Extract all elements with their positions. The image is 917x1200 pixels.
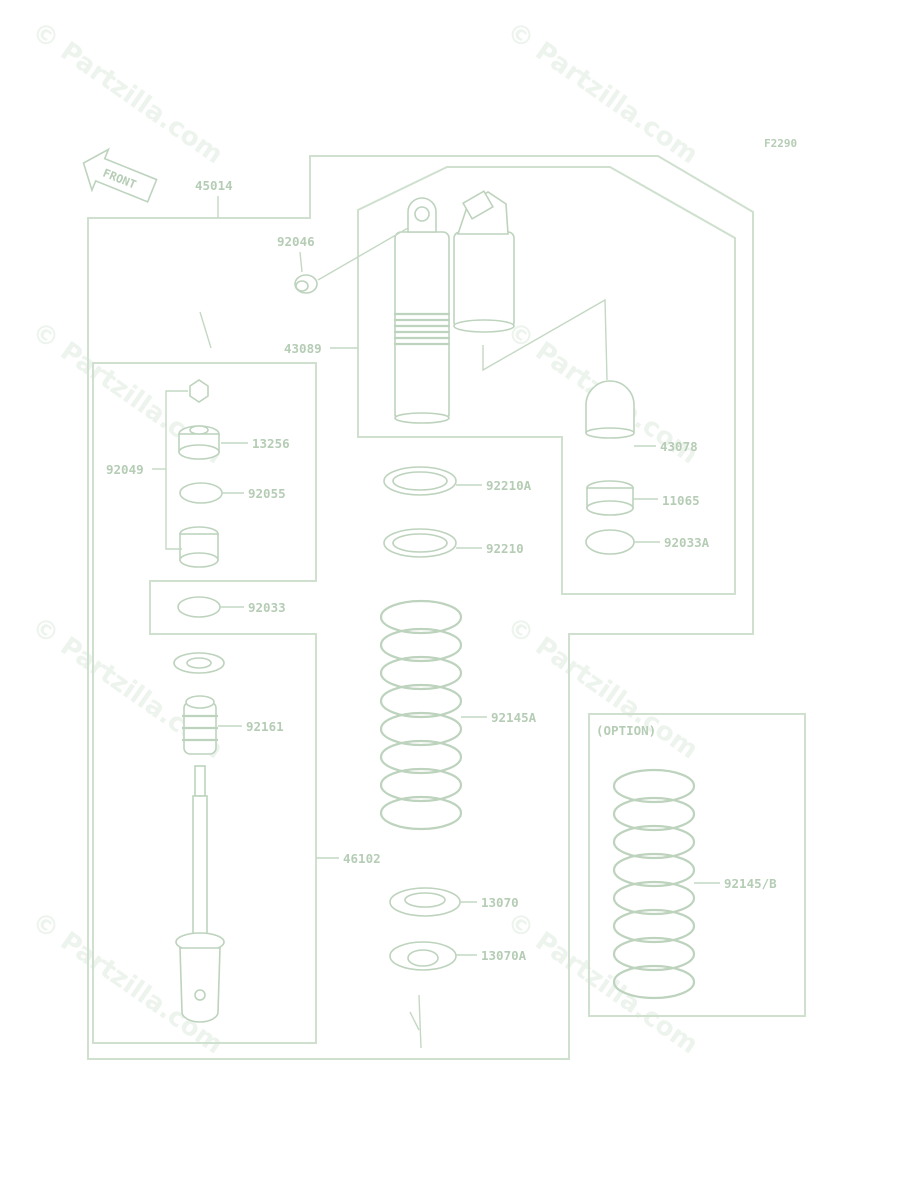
nut-92210 — [383, 528, 457, 558]
bushing-92046 — [294, 274, 318, 294]
watermark: © Partzilla.com — [501, 906, 703, 1060]
bump-stop-cap — [173, 652, 225, 674]
part-label-92033: 92033 — [248, 600, 286, 615]
diagram-code: F2290 — [764, 137, 797, 150]
spring-92145b — [612, 768, 696, 1000]
nut-small — [189, 379, 209, 403]
part-label-45014: 45014 — [195, 178, 233, 193]
leader-line — [199, 311, 212, 349]
assembly-boundary-45014 — [87, 155, 754, 1060]
part-label-43078: 43078 — [660, 439, 698, 454]
option-label: (OPTION) — [596, 723, 656, 738]
part-label-92210: 92210 — [486, 541, 524, 556]
leader-line — [418, 994, 422, 1049]
part-label-92033a: 92033A — [664, 535, 710, 550]
part-label-92049: 92049 — [106, 462, 144, 477]
front-arrow-icon: FRONT — [82, 147, 158, 203]
bump-rubber-92161 — [182, 695, 218, 755]
group-boundary-43089 — [357, 166, 736, 595]
part-label-13256: 13256 — [252, 436, 290, 451]
group-boundary-46102 — [92, 362, 317, 1044]
circlip-92033 — [177, 596, 221, 618]
spring-seat-13070a — [389, 941, 457, 971]
spring-seat-13070 — [389, 887, 461, 917]
watermark: © Partzilla.com — [501, 16, 703, 170]
shock-body-43089 — [394, 190, 515, 424]
part-label-13070a: 13070A — [481, 948, 527, 963]
option-box — [588, 713, 806, 1017]
spring-92145a — [379, 599, 463, 831]
seal-11065 — [586, 480, 634, 516]
part-label-92046: 92046 — [277, 234, 315, 249]
o-ring-92055 — [179, 482, 223, 504]
o-ring-92033a — [585, 529, 635, 555]
reservoir-cap-43078 — [585, 380, 635, 439]
piston-rod-46102 — [175, 765, 225, 1023]
bushing-lower — [179, 526, 219, 568]
part-label-92055: 92055 — [248, 486, 286, 501]
part-label-92145b: 92145/B — [724, 876, 777, 891]
part-label-46102: 46102 — [343, 851, 381, 866]
leader-line — [409, 1011, 420, 1031]
leader-line — [482, 298, 608, 381]
locknut-92210a — [383, 466, 457, 496]
leader-line — [317, 227, 409, 281]
bracket-92049 — [165, 390, 188, 550]
part-label-43089: 43089 — [284, 341, 322, 356]
watermark: © Partzilla.com — [26, 16, 228, 170]
part-label-11065: 11065 — [662, 493, 700, 508]
part-label-13070: 13070 — [481, 895, 519, 910]
part-label-92161: 92161 — [246, 719, 284, 734]
part-label-92145a: 92145A — [491, 710, 537, 725]
part-label-92210a: 92210A — [486, 478, 532, 493]
bushing-13256 — [178, 425, 220, 460]
leader-line — [299, 251, 303, 273]
